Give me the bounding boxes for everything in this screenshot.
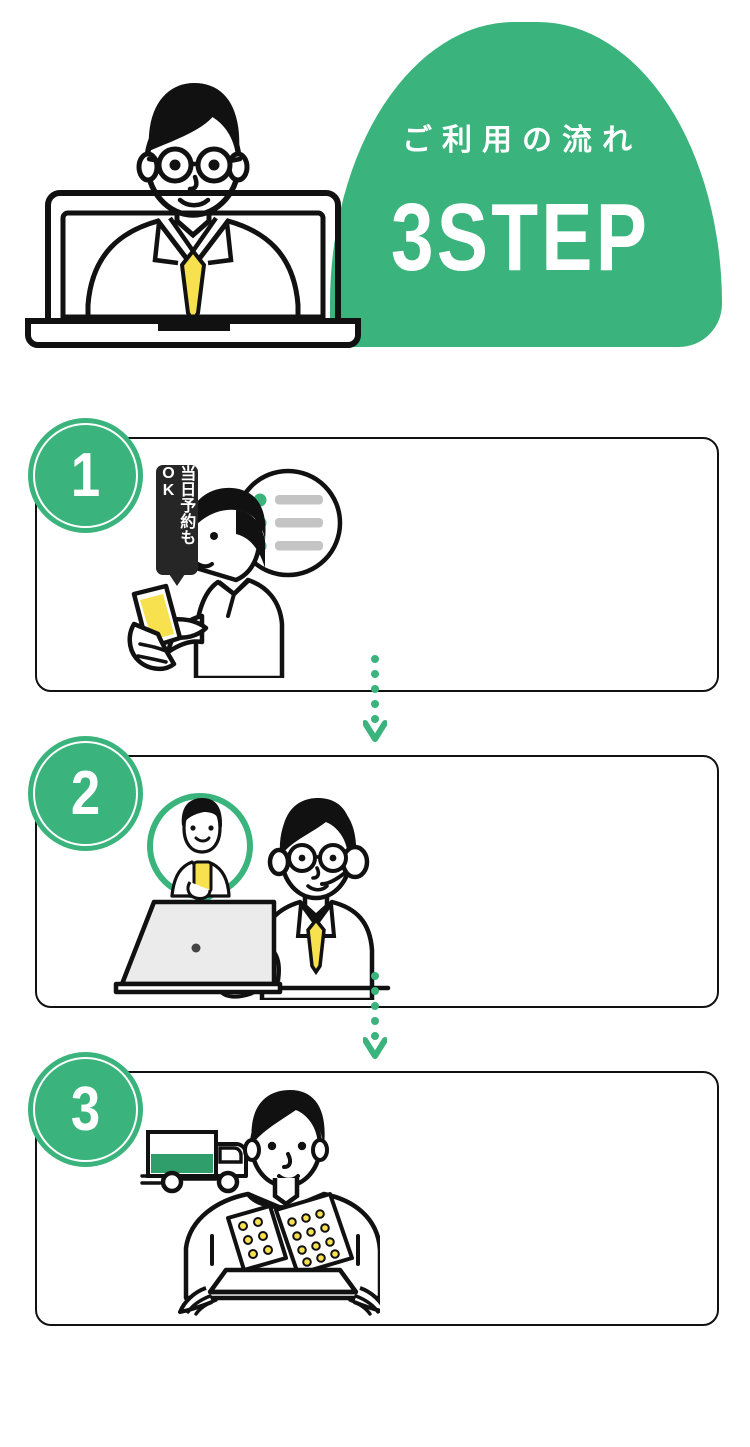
connector-dot: [371, 1002, 379, 1010]
step-number-3: 3: [70, 1074, 101, 1144]
step-badge-3: 3: [28, 1052, 143, 1167]
delivery-truck-icon: [140, 1130, 248, 1194]
badge-pointer: [169, 574, 185, 586]
chevron-down-icon: [363, 720, 387, 742]
chevron-down-icon: [363, 1037, 387, 1059]
same-day-booking-label: 当日予約もOK: [160, 465, 195, 545]
step-count-heading: 3STEP: [390, 184, 651, 291]
connector-dot: [371, 700, 379, 708]
connector-dot: [371, 987, 379, 995]
header-hero: ご利用の流れ 3STEP: [0, 0, 750, 372]
patient-booking-on-smartphone-icon: [127, 468, 343, 678]
step-2-to-3-arrow: [363, 972, 387, 1072]
step-badge-1: 1: [28, 418, 143, 533]
page-title: ご利用の流れ: [402, 124, 642, 157]
same-day-booking-badge: 当日予約もOK: [156, 465, 198, 586]
doctor-on-laptop-icon: [25, 83, 361, 348]
step-number-1: 1: [70, 440, 101, 510]
connector-dot: [371, 685, 379, 693]
connector-dot: [371, 670, 379, 678]
doctor-video-consultation-icon: [113, 793, 391, 1000]
patient-receiving-medicine-icon: [140, 1090, 380, 1316]
connector-dot: [371, 1032, 379, 1040]
connector-dot: [371, 715, 379, 723]
step-badge-2: 2: [28, 736, 143, 851]
connector-dot: [371, 1017, 379, 1025]
connector-dot: [371, 655, 379, 663]
connector-dot: [371, 972, 379, 980]
step-number-2: 2: [70, 758, 101, 828]
step-1-to-2-arrow: [363, 655, 387, 755]
